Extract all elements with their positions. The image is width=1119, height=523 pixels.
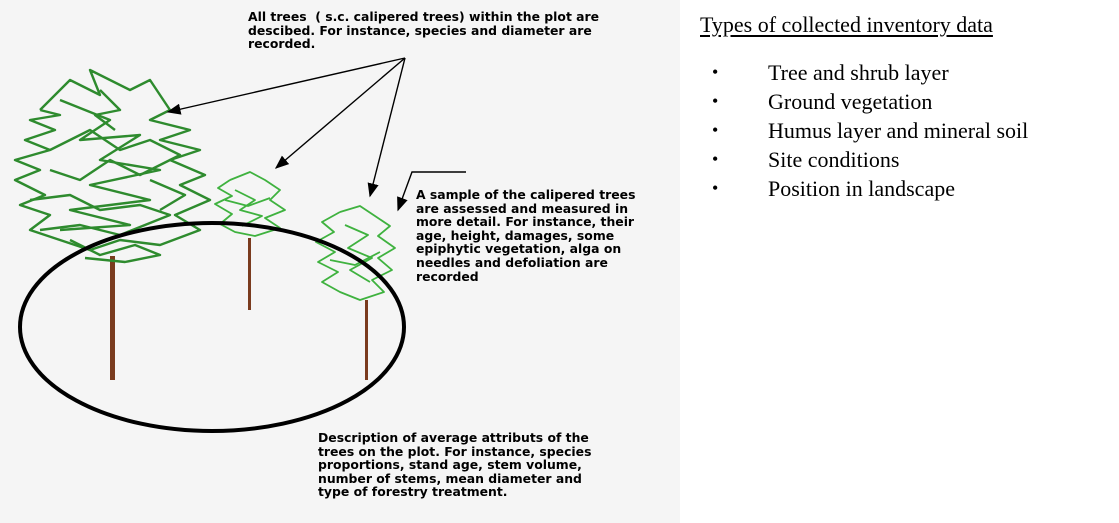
list-item-label: Tree and shrub layer bbox=[768, 60, 949, 85]
arrow-to-small-tree bbox=[370, 58, 405, 196]
arrow-to-medium-tree bbox=[276, 58, 405, 168]
bullet-icon: • bbox=[712, 58, 718, 87]
list-item: • Humus layer and mineral soil bbox=[700, 116, 1119, 145]
note-all-trees: All trees ( s.c. calipered trees) within… bbox=[248, 10, 688, 51]
tree-crown-large bbox=[15, 70, 210, 262]
note-sample-trees: A sample of the calipered trees are asse… bbox=[416, 188, 686, 283]
list-item-label: Ground vegetation bbox=[768, 89, 932, 114]
note-plot-description: Description of average attributs of the … bbox=[318, 431, 648, 499]
plot-outline bbox=[20, 223, 404, 431]
list-item: • Ground vegetation bbox=[700, 87, 1119, 116]
list-item-label: Humus layer and mineral soil bbox=[768, 118, 1028, 143]
inventory-data-panel: Types of collected inventory data • Tree … bbox=[700, 12, 1119, 203]
tree-trunk-medium bbox=[248, 238, 251, 310]
inventory-data-list: • Tree and shrub layer • Ground vegetation… bbox=[700, 58, 1119, 203]
bullet-icon: • bbox=[712, 145, 718, 174]
list-item: • Position in landscape bbox=[700, 174, 1119, 203]
panel-title: Types of collected inventory data bbox=[700, 12, 1119, 38]
tree-trunk-large bbox=[110, 256, 115, 380]
arrow-to-large-tree bbox=[168, 58, 405, 112]
bullet-icon: • bbox=[712, 116, 718, 145]
list-item-label: Site conditions bbox=[768, 147, 899, 172]
bullet-icon: • bbox=[712, 87, 718, 116]
bullet-icon: • bbox=[712, 174, 718, 203]
list-item-label: Position in landscape bbox=[768, 176, 955, 201]
tree-trunk-small bbox=[365, 300, 368, 380]
list-item: • Tree and shrub layer bbox=[700, 58, 1119, 87]
list-item: • Site conditions bbox=[700, 145, 1119, 174]
tree-crown-small bbox=[316, 206, 395, 300]
plot-illustration: All trees ( s.c. calipered trees) within… bbox=[0, 0, 680, 523]
